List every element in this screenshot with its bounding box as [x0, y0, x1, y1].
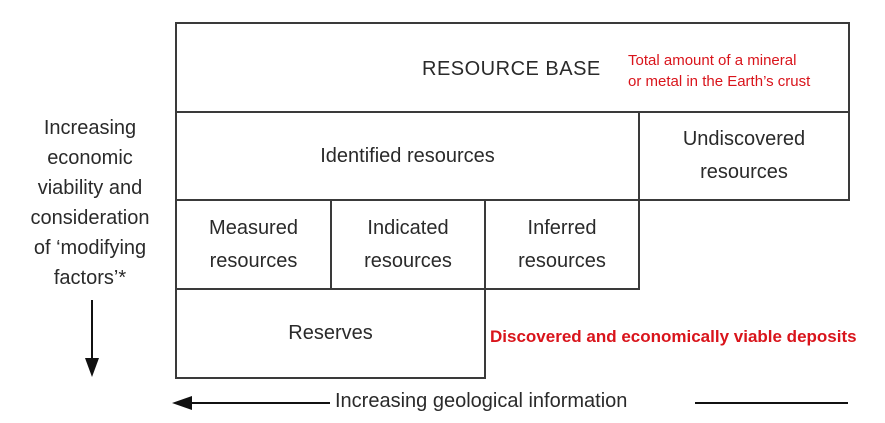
- identified-resources-label: Identified resources: [320, 144, 495, 167]
- measured-line2: resources: [209, 249, 298, 272]
- resource-base-box: RESOURCE BASE: [175, 22, 850, 113]
- vertical-arrow: [85, 300, 99, 377]
- indicated-line1: Indicated: [367, 216, 449, 239]
- undiscovered-line1: Undiscovered: [682, 128, 806, 150]
- reserves-note: Discovered and economically viable depos…: [490, 327, 857, 346]
- reserves-label: Reserves: [288, 322, 373, 344]
- undiscovered-resources-box: Undiscovered resources: [638, 111, 850, 201]
- measured-line1: Measured: [209, 216, 298, 239]
- undiscovered-line2: resources: [700, 161, 788, 183]
- vertical-axis-line: of ‘modifying: [33, 237, 147, 259]
- reserves-box: Reserves: [175, 288, 486, 379]
- horizontal-arrow: [172, 396, 848, 410]
- inferred-line2: resources: [518, 249, 606, 272]
- resource-base-note-line2: or metal in the Earth’s crust: [628, 73, 811, 90]
- vertical-axis-line: factors’*: [53, 267, 127, 289]
- indicated-resources-box: Indicated resources: [330, 199, 486, 290]
- indicated-line2: resources: [364, 249, 452, 272]
- vertical-axis-line: consideration: [30, 207, 150, 229]
- vertical-axis-line: viability and: [37, 177, 143, 199]
- vertical-axis-line: Increasing: [43, 117, 137, 139]
- vertical-axis-line: economic: [47, 147, 133, 169]
- resource-base-title: RESOURCE BASE: [422, 58, 601, 80]
- inferred-resources-box: Inferred resources: [484, 199, 640, 290]
- identified-resources-box: Identified resources: [175, 111, 640, 201]
- horizontal-axis-label: Increasing geological information: [335, 390, 628, 412]
- resource-base-note: Total amount of a mineral or metal in th…: [628, 50, 810, 92]
- inferred-line1: Inferred: [527, 216, 597, 239]
- resource-base-note-line1: Total amount of a mineral: [628, 52, 797, 69]
- vertical-axis-label: Increasing economic viability and consid…: [10, 113, 170, 293]
- measured-resources-box: Measured resources: [175, 199, 332, 290]
